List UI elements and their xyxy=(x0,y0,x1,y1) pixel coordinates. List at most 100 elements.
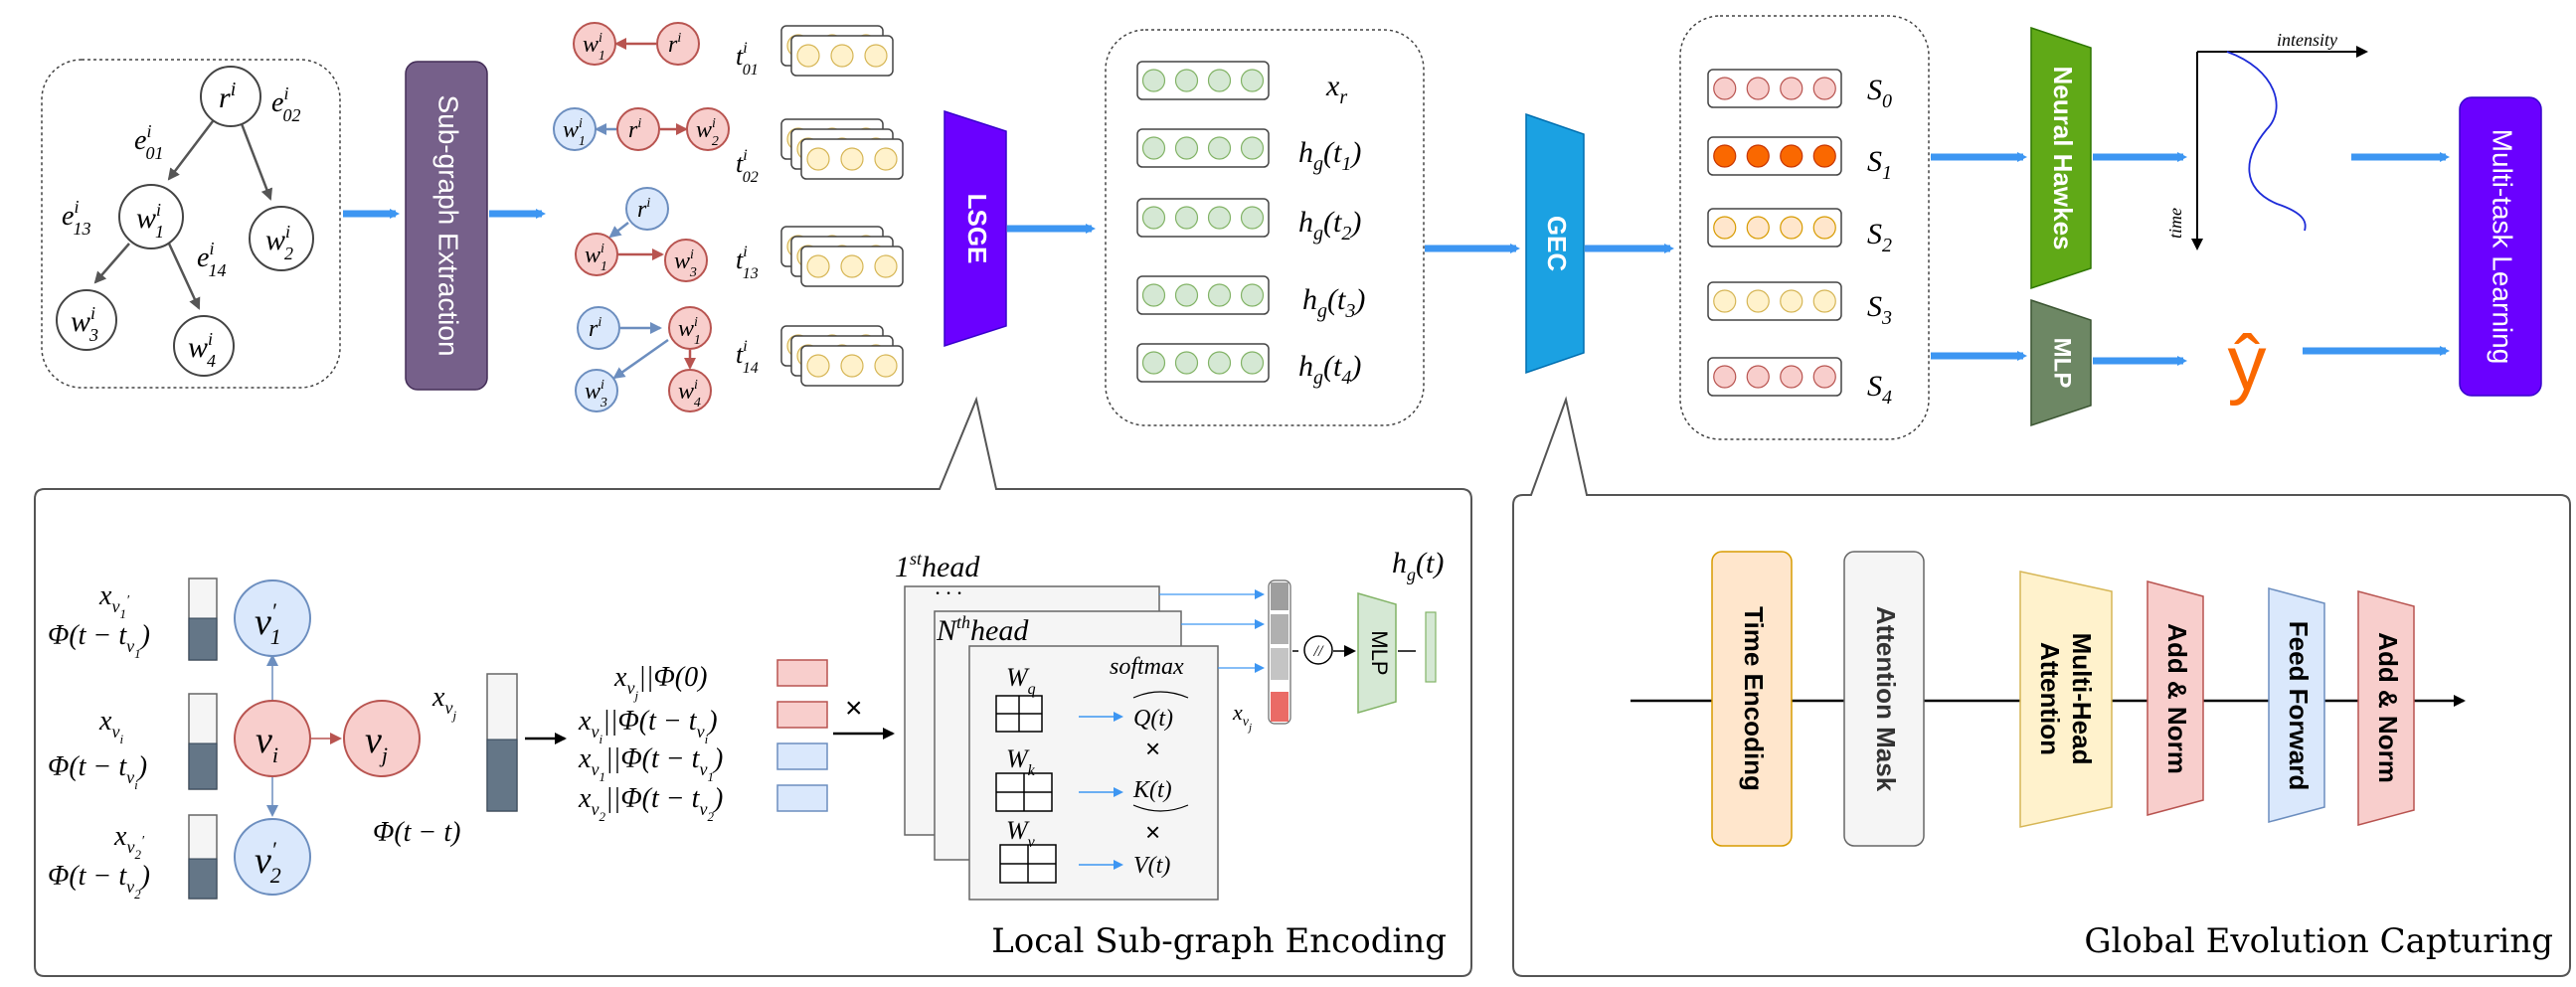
wq-label: Wq xyxy=(1006,663,1036,698)
svg-text:wi3: wi3 xyxy=(585,378,607,411)
embedding-row xyxy=(1136,61,1270,100)
state-s4: S4 xyxy=(1867,370,1892,409)
state-s0: S0 xyxy=(1867,74,1892,112)
neighbor-bar-v1 xyxy=(188,577,218,661)
matrix-wq xyxy=(995,695,1043,733)
label-phi-t: Φ(t − t) xyxy=(373,817,460,848)
prediction-yhat: ŷ xyxy=(2228,319,2267,407)
neighbor-bar-vi xyxy=(188,693,218,790)
graph-container xyxy=(41,59,341,389)
softmax-label: softmax xyxy=(1110,654,1184,680)
embedding-h1: hg(t1) xyxy=(1298,136,1361,175)
state-panel: S0 S1 S2 S3 S4 xyxy=(1679,15,1930,440)
node-vj xyxy=(343,700,421,777)
svg-text:wi2: wi2 xyxy=(696,116,719,149)
multi-head-label-1: Multi-Head xyxy=(2067,633,2097,765)
state-row xyxy=(1707,208,1842,247)
matrix-wv xyxy=(999,844,1057,884)
mlp-block: MLP xyxy=(2030,298,2092,427)
embedding-panel: xr hg(t1) hg(t2) hg(t3) hg(t4) xyxy=(1105,29,1425,426)
feature-card xyxy=(800,345,904,387)
embedding-xr: xr xyxy=(1325,70,1347,108)
state-s3: S3 xyxy=(1867,290,1892,329)
concat-token-vi xyxy=(776,701,828,729)
neural-hawkes-block: Neural Hawkes xyxy=(2030,26,2092,290)
first-head-label: 1sthead xyxy=(895,549,980,583)
attention-mask-label: Attention Mask xyxy=(1871,606,1901,792)
lsge-detail-panel: Local Sub-graph Encoding xv1′ Φ(t − tv1)… xyxy=(34,396,1472,977)
state-row xyxy=(1707,69,1842,108)
hgt-label: hg(t) xyxy=(1392,547,1444,584)
multitask-block: Multi-task Learning xyxy=(2459,96,2542,397)
node-root-label: ri xyxy=(219,79,236,114)
node-w1 xyxy=(118,184,184,249)
lsge-block: LSGE xyxy=(944,109,1007,348)
time-encoding-label: Time Encoding xyxy=(1739,606,1769,791)
gec-block: GEC xyxy=(1525,112,1585,375)
label-x-vj: xvj xyxy=(431,682,456,723)
concat-operator xyxy=(1303,635,1333,665)
concat-token-vj xyxy=(776,659,828,687)
state-s2: S2 xyxy=(1867,218,1892,256)
label-x-v2: xv2′ xyxy=(113,821,145,862)
feed-forward-block xyxy=(2268,587,2325,823)
nth-head-label: Nthhead xyxy=(936,612,1029,647)
node-root xyxy=(200,66,261,127)
wv-label: Wv xyxy=(1006,816,1036,851)
subgraph-extraction-block: Sub-graph Extraction xyxy=(405,61,488,391)
multi-head-label-2: Attention xyxy=(2035,642,2065,755)
attention-mask-block xyxy=(1843,551,1925,847)
feed-forward-label: Feed Forward xyxy=(2284,621,2314,790)
concat-token-v2 xyxy=(776,784,828,812)
embedding-row xyxy=(1136,275,1270,315)
node-w2 xyxy=(249,206,314,271)
node-w4 xyxy=(173,315,235,377)
node-vj-label: vj xyxy=(365,720,388,767)
neural-hawkes-label: Neural Hawkes xyxy=(2048,67,2078,250)
node-w3 xyxy=(56,289,117,351)
svg-text:wi4: wi4 xyxy=(678,378,701,411)
embedding-h4: hg(t4) xyxy=(1298,350,1361,389)
label-phi-vi: Φ(t − tvi) xyxy=(48,751,147,792)
q-label: Q(t) xyxy=(1133,706,1173,732)
intensity-axis-label: intensity xyxy=(2277,30,2337,50)
label-x-v1: xv1′ xyxy=(98,580,130,621)
state-row xyxy=(1707,281,1842,321)
time-axis-label: time xyxy=(2165,208,2185,239)
node-v1-prime xyxy=(234,579,311,657)
lsge-mlp-label: MLP xyxy=(1367,630,1392,675)
label-x-vi: xvi xyxy=(98,706,123,746)
x-vj-small: xvj xyxy=(1232,700,1252,734)
multitask-label: Multi-task Learning xyxy=(2488,129,2518,365)
subgraph-extraction-label: Sub-graph Extraction xyxy=(433,94,464,356)
neighbor-bar-vj xyxy=(486,673,518,812)
node-vi-label: vi xyxy=(256,720,278,767)
node-v2-prime xyxy=(234,818,311,896)
lsge-label: LSGE xyxy=(962,194,992,264)
concat-row-vj: xvj||Φ(0) xyxy=(613,662,707,703)
svg-text:wi1: wi1 xyxy=(678,315,701,348)
label-phi-v1: Φ(t − tv1) xyxy=(48,620,150,661)
lsge-panel-title: Local Sub-graph Encoding xyxy=(991,921,1447,961)
gec-detail-panel: Global Evolution Capturing Time Encoding… xyxy=(1512,396,2571,977)
time-encoding-block xyxy=(1711,551,1793,847)
matrix-wk xyxy=(995,772,1053,812)
embedding-h2: hg(t2) xyxy=(1298,206,1361,245)
node-v2-prime-label: v′2 xyxy=(255,837,281,888)
gec-label: GEC xyxy=(1542,216,1572,272)
times-k-v: × xyxy=(1145,817,1160,847)
times-sign: × xyxy=(845,692,863,725)
